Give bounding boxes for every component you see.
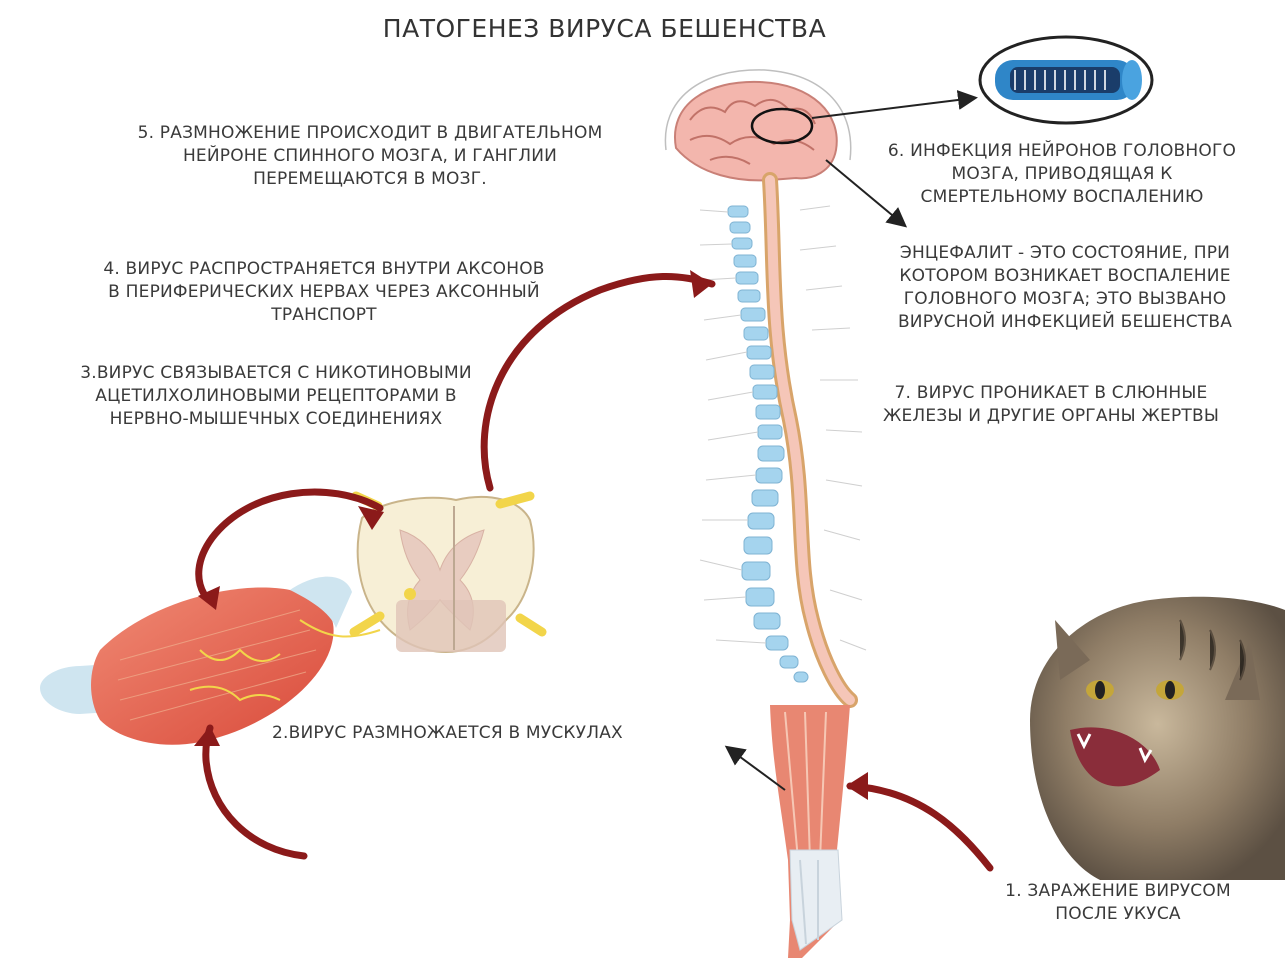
spinal-column-icon	[700, 180, 866, 700]
cat-image	[1030, 597, 1285, 880]
step-2-label: 2.ВИРУС РАЗМНОЖАЕТСЯ В МУСКУЛАХ	[272, 722, 692, 745]
page-title: ПАТОГЕНЕЗ ВИРУСА БЕШЕНСТВА	[0, 14, 1285, 43]
brain-icon	[665, 70, 850, 180]
leg-icon	[770, 705, 850, 958]
step-5-label: 5. РАЗМНОЖЕНИЕ ПРОИСХОДИТ В ДВИГАТЕЛЬНОМ…	[100, 122, 640, 191]
spinal-cord-section-icon	[354, 496, 542, 652]
virus-pointer-arrow	[812, 98, 974, 118]
virus-particle-icon	[980, 37, 1152, 123]
step-4-label: 4. ВИРУС РАСПРОСТРАНЯЕТСЯ ВНУТРИ АКСОНОВ…	[64, 258, 584, 327]
